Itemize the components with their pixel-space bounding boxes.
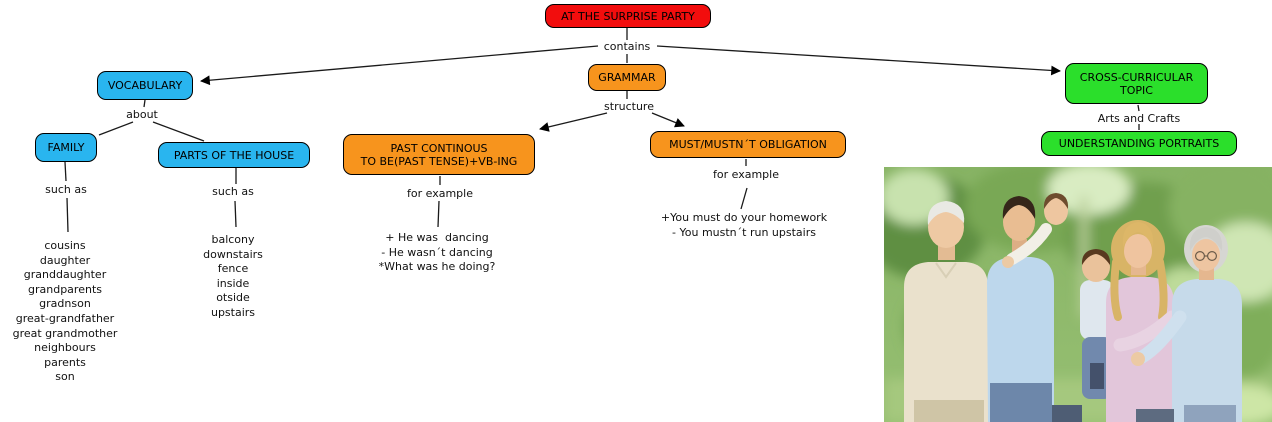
must-examples: +You must do your homework - You mustn´t… (660, 211, 828, 239)
photo-person-father (987, 196, 1054, 422)
photo-person-grandfather (904, 201, 988, 422)
link-label-for-example-must: for example (713, 168, 779, 181)
node-vocabulary[interactable]: VOCABULARY (97, 71, 193, 100)
photo-person-girl (1002, 193, 1069, 268)
node-grammar[interactable]: GRAMMAR (588, 64, 666, 91)
family-photo-illustration (884, 167, 1272, 422)
link-label-such-as-family: such as (45, 183, 87, 196)
link-label-such-as-house: such as (212, 185, 254, 198)
node-family[interactable]: FAMILY (35, 133, 97, 162)
link-label-arts-and-crafts: Arts and Crafts (1097, 112, 1181, 125)
node-at-the-surprise-party[interactable]: AT THE SURPRISE PARTY (545, 4, 711, 28)
photo-person-boy (1080, 249, 1114, 399)
link-label-structure: structure (604, 100, 654, 113)
node-understanding-portraits[interactable]: UNDERSTANDING PORTRAITS (1041, 131, 1237, 156)
family-photo (884, 167, 1272, 422)
node-cross-curricular-topic[interactable]: CROSS-CURRICULAR TOPIC (1065, 63, 1208, 104)
link-label-about: about (126, 108, 158, 121)
link-label-contains: contains (603, 40, 651, 53)
photo-person-mother (1106, 220, 1179, 422)
node-past-continous[interactable]: PAST CONTINOUS TO BE(PAST TENSE)+VB-ING (343, 134, 535, 175)
node-parts-of-the-house[interactable]: PARTS OF THE HOUSE (158, 142, 310, 168)
node-must-mustnt-obligation[interactable]: MUST/MUSTN´T OBLIGATION (650, 131, 846, 158)
past-continous-examples: + He was dancing - He wasn´t dancing *Wh… (378, 231, 496, 274)
family-members-list: cousins daughter granddaughter grandpare… (12, 239, 118, 384)
link-label-for-example-past: for example (407, 187, 473, 200)
house-parts-list: balcony downstairs fence inside otside u… (203, 233, 263, 319)
photo-person-grandmother (1131, 225, 1242, 422)
